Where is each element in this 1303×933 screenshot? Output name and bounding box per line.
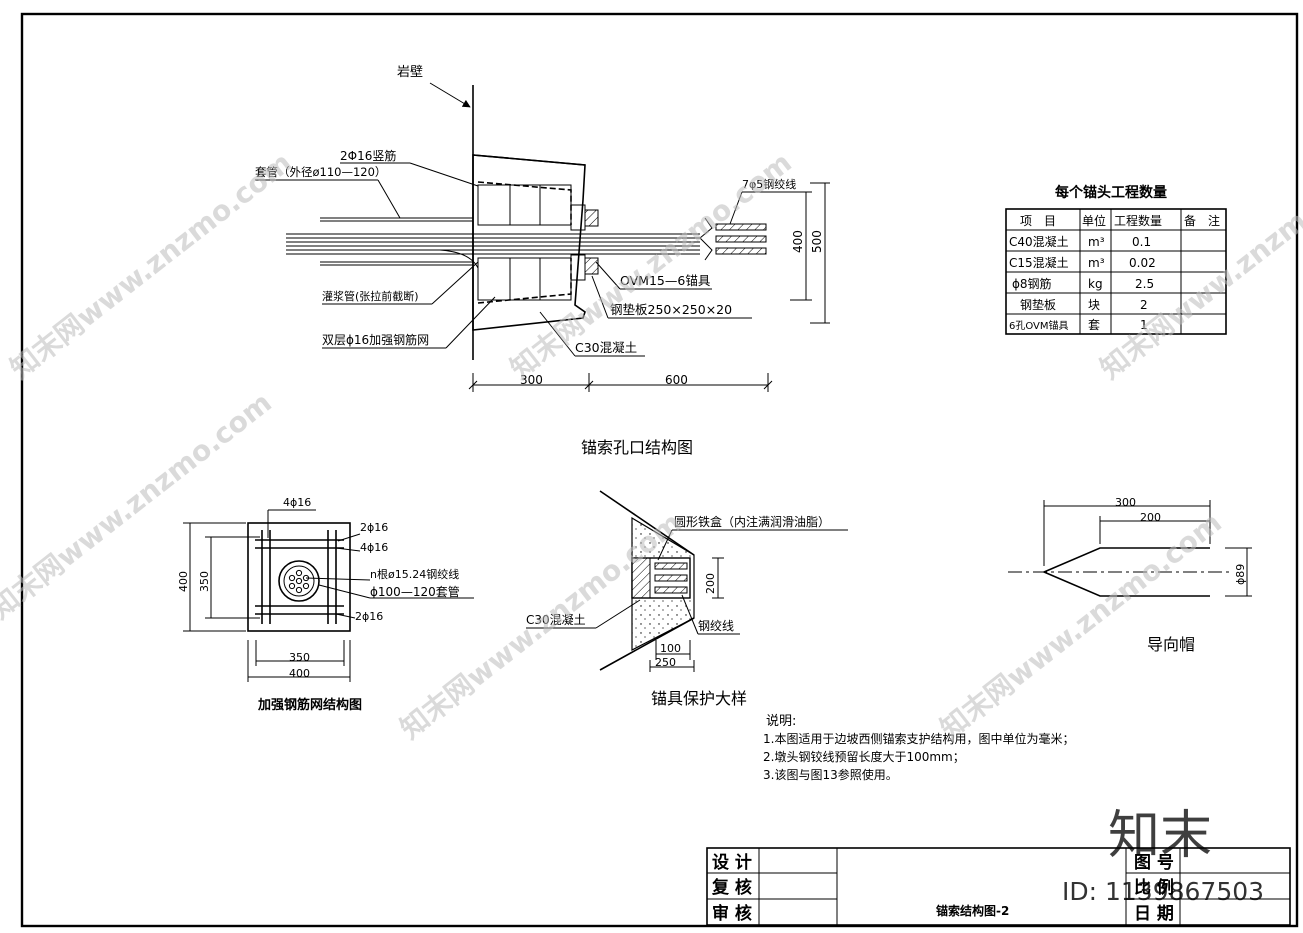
cap-dim-300: 300 (1115, 496, 1136, 509)
watermark-3: 知末网www.znzmo.com (1094, 146, 1303, 386)
mesh-label-top: 4ϕ16 (283, 496, 311, 509)
label-grout-pipe: 灌浆管(张拉前截断) (322, 289, 419, 303)
td-3-0: 钢垫板 (1020, 297, 1056, 312)
quantity-table: 每个锚头工程数量 项 目 单位 工程数量 备 注 C40混凝土 m³ 0.1 C… (1005, 184, 1227, 335)
main-section-title: 锚索孔口结构图 (581, 438, 693, 457)
label-anchor: OVM15—6锚具 (620, 273, 711, 288)
mesh-label-strand: n根ø15.24钢绞线 (370, 567, 459, 581)
td-1-0: C15混凝土 (1009, 255, 1069, 270)
rebar-cage-bottom (477, 257, 572, 301)
guide-cap-shape (1041, 547, 1210, 597)
steel-plate-bottom (584, 257, 599, 275)
tb-date: 日 期 (1134, 904, 1174, 924)
protect-label-strand: 钢绞线 (698, 618, 734, 633)
watermark-1: 知末网www.znzmo.com (4, 146, 298, 386)
cap-section-title: 导向帽 (1147, 635, 1195, 654)
dim-600: 600 (665, 373, 688, 387)
label-concrete: C30混凝土 (575, 340, 637, 355)
cap-section: 300 200 ϕ89 导向帽 (1008, 496, 1252, 654)
watermark-4: 知末网www.znzmo.com (0, 386, 278, 626)
notes-block: 说明: 1.本图适用于边坡西侧锚索支护结构用，图中单位为毫米； 2.墩头钢铰线预… (763, 714, 1074, 782)
label-sleeve: 套管（外径ø110—120） (255, 165, 386, 179)
td-4-2: 1 (1140, 318, 1148, 332)
anchor-hole-section: 岩壁 2Φ16竖筋 (255, 65, 830, 457)
dim-400-main: 400 (791, 230, 805, 253)
th-note: 备 注 (1184, 213, 1220, 228)
td-4-1: 套 (1088, 318, 1100, 332)
protect-label-concrete: C30混凝土 (526, 612, 586, 627)
td-2-2: 2.5 (1135, 277, 1154, 291)
watermark-brand: 知末 (1108, 806, 1212, 866)
protect-dim-200: 200 (704, 573, 717, 594)
mesh-dim-350-h: 350 (289, 651, 310, 664)
td-3-2: 2 (1140, 298, 1148, 312)
td-0-2: 0.1 (1132, 235, 1151, 249)
th-item: 项 目 (1020, 214, 1056, 228)
concrete-block (472, 154, 586, 331)
watermark-6: 知末网www.znzmo.com (934, 506, 1228, 746)
dim-500-main: 500 (810, 230, 824, 253)
td-2-1: kg (1088, 277, 1103, 291)
td-2-0: ϕ8钢筋 (1012, 276, 1052, 291)
protect-label-box: 圆形铁盒（内注满润滑油脂） (674, 514, 830, 529)
watermarks: 知末网www.znzmo.com 知末网www.znzmo.com 知末网www… (0, 146, 1303, 906)
mesh-dim-350-v: 350 (198, 571, 211, 592)
steel-plate-top (584, 209, 599, 227)
protect-section-title: 锚具保护大样 (651, 689, 747, 708)
th-unit: 单位 (1082, 213, 1106, 228)
label-plate: 钢垫板250×250×20 (610, 302, 732, 317)
mesh-dim-400-h: 400 (289, 667, 310, 680)
notes-title: 说明: (766, 714, 796, 729)
mesh-label-r2: 4ϕ16 (360, 541, 388, 554)
protect-section: 圆形铁盒（内注满润滑油脂） C30混凝土 钢绞线 200 100 250 锚具保… (526, 490, 848, 708)
quantity-table-title: 每个锚头工程数量 (1055, 184, 1167, 201)
watermark-id: ID: 1139867503 (1062, 877, 1264, 906)
label-vertical-bars: 2Φ16竖筋 (340, 148, 396, 163)
td-0-0: C40混凝土 (1009, 234, 1069, 249)
title-block: 设 计 复 核 审 核 锚索结构图-2 图 号 比 例 日 期 (706, 847, 1291, 926)
label-mesh: 双层ϕ16加强钢筋网 (322, 332, 429, 347)
mesh-outer-square (247, 522, 351, 632)
mesh-label-r1: 2ϕ16 (360, 521, 388, 534)
mesh-section: 4ϕ16 2ϕ16 4ϕ16 n根ø15.24钢绞线 ϕ100—120套管 2ϕ… (177, 496, 474, 713)
cap-dim-89: ϕ89 (1234, 564, 1247, 585)
dim-300: 300 (520, 373, 543, 387)
td-0-1: m³ (1088, 235, 1105, 249)
note-1: 1.本图适用于边坡西侧锚索支护结构用，图中单位为毫米； (763, 731, 1074, 746)
protect-dim-250: 250 (655, 656, 676, 669)
td-3-1: 块 (1088, 298, 1100, 312)
protect-dim-100: 100 (660, 642, 681, 655)
mesh-dim-400-v: 400 (177, 571, 190, 592)
mesh-section-title: 加强钢筋网结构图 (257, 697, 362, 713)
cap-dim-200: 200 (1140, 511, 1161, 524)
tb-no: 图 号 (1134, 853, 1174, 873)
td-1-2: 0.02 (1129, 256, 1156, 270)
th-qty: 工程数量 (1114, 213, 1162, 228)
rebar-cage-top (477, 184, 572, 226)
td-1-1: m³ (1088, 256, 1105, 270)
tb-scale: 比 例 (1134, 877, 1174, 898)
drawing-frame (20, 12, 1299, 928)
note-3: 3.该图与图13参照使用。 (763, 767, 898, 782)
tb-check: 复 核 (711, 877, 752, 898)
watermark-2: 知末网www.znzmo.com (504, 146, 798, 386)
note-2: 2.墩头钢铰线预留长度大于100mm； (763, 749, 965, 764)
mesh-label-sleeve: ϕ100—120套管 (370, 584, 460, 599)
tb-approve: 审 核 (712, 903, 752, 924)
mesh-label-r3: 2ϕ16 (355, 610, 383, 623)
sleeve-circle (278, 560, 320, 602)
label-strands: 7φ5钢绞线 (742, 177, 796, 191)
td-4-0: 6孔OVM锚具 (1009, 320, 1069, 332)
tb-drawing-name: 锚索结构图-2 (936, 903, 1009, 918)
tb-design: 设 计 (712, 852, 752, 873)
rock-wall-label: 岩壁 (397, 65, 423, 80)
